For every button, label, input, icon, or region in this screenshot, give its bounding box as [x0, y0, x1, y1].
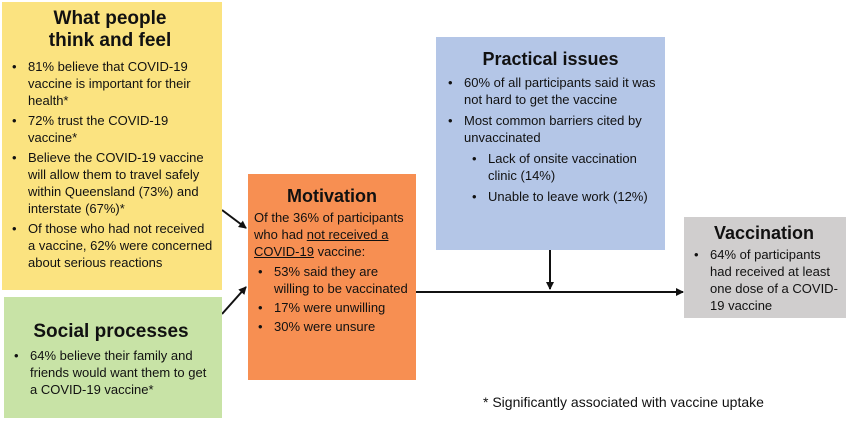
practical-issues-box: Practical issues 60% of all participants… — [436, 37, 665, 250]
motivation-intro: Of the 36% of participants who had not r… — [254, 210, 404, 259]
list-item: Believe the COVID-19 vaccine will allow … — [6, 149, 214, 217]
vaccination-title: Vaccination — [713, 223, 815, 243]
vaccination-box: Vaccination 64% of participants had rece… — [684, 217, 846, 318]
think-and-feel-box: What people think and feel 81% believe t… — [2, 2, 222, 290]
sub-list-item: Unable to leave work (12%) — [442, 188, 659, 205]
practical-issues-title: Practical issues — [482, 49, 619, 69]
list-item: 72% trust the COVID-19 vaccine* — [6, 112, 214, 146]
list-item: Of those who had not received a vaccine,… — [6, 220, 214, 271]
think-and-feel-list: 81% believe that COVID-19 vaccine is imp… — [6, 58, 214, 271]
motivation-list: 53% said they are willing to be vaccinat… — [254, 263, 410, 335]
list-item: 30% were unsure — [254, 318, 410, 335]
list-item: 81% believe that COVID-19 vaccine is imp… — [6, 58, 214, 109]
list-item: 17% were unwilling — [254, 299, 410, 316]
motivation-title: Motivation — [287, 186, 377, 206]
practical-issues-list: 60% of all participants said it was not … — [442, 74, 659, 205]
list-item: Most common barriers cited by unvaccinat… — [442, 112, 659, 146]
list-item: 64% believe their family and friends wou… — [8, 347, 214, 398]
vaccination-list: 64% of participants had received at leas… — [688, 246, 840, 314]
think-and-feel-title: What people think and feel — [48, 8, 172, 51]
list-item: 53% said they are willing to be vaccinat… — [254, 263, 410, 297]
sub-list-item: Lack of onsite vaccination clinic (14%) — [442, 150, 659, 184]
list-item: 64% of participants had received at leas… — [688, 246, 840, 314]
footnote: * Significantly associated with vaccine … — [483, 394, 764, 410]
list-item: 60% of all participants said it was not … — [442, 74, 659, 108]
social-processes-list: 64% believe their family and friends wou… — [8, 347, 214, 398]
social-processes-title: Social processes — [33, 321, 189, 342]
arrow-social-to-motivation — [221, 286, 247, 315]
arrow-think-to-motivation — [221, 209, 247, 229]
motivation-box: Motivation Of the 36% of participants wh… — [248, 174, 416, 380]
social-processes-box: Social processes 64% believe their famil… — [4, 297, 222, 418]
